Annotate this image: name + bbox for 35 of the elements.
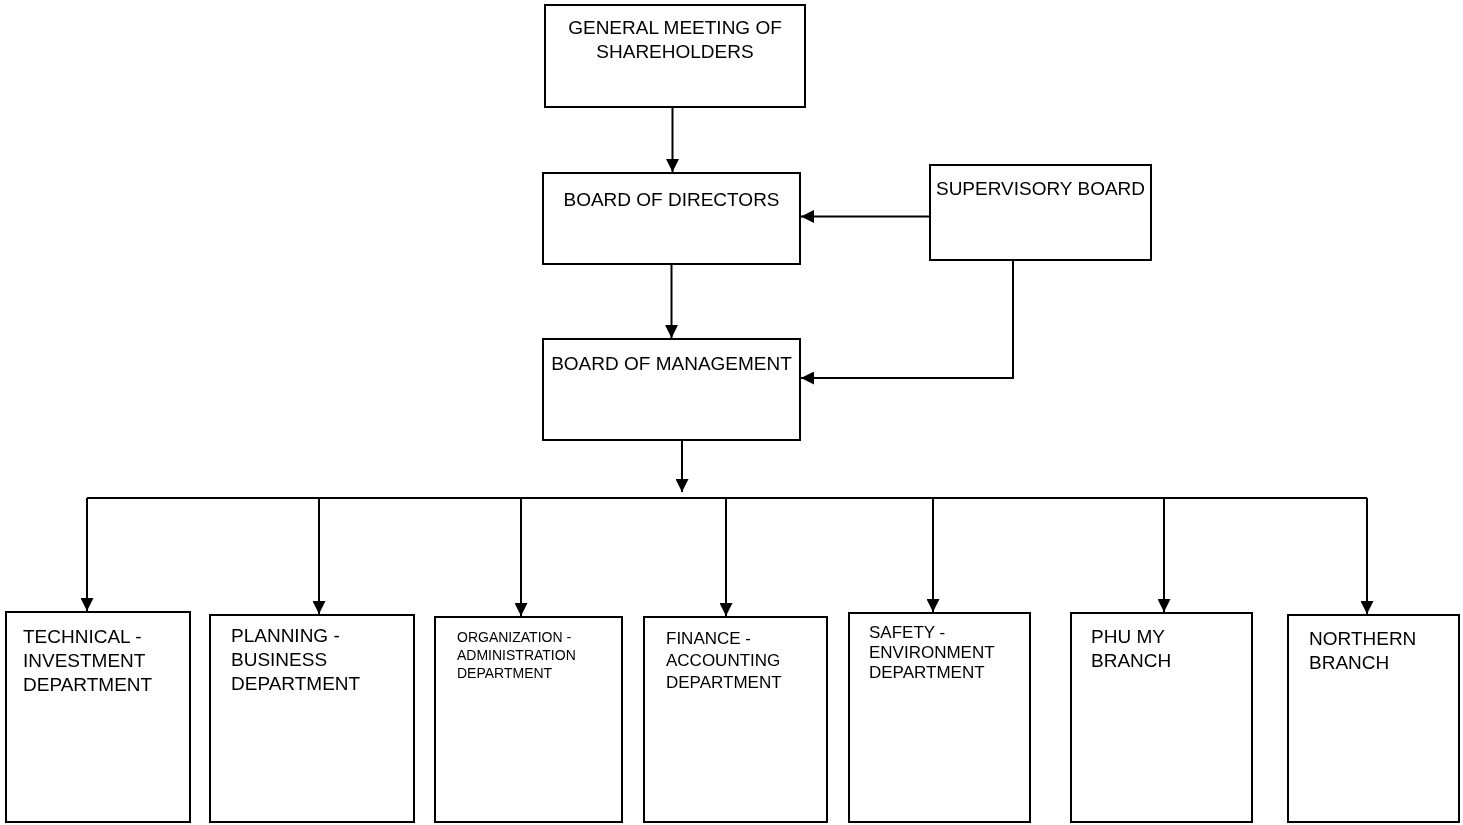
arrow [719,497,733,617]
box-label: NORTHERN BRANCH [1309,627,1418,675]
arrow [800,210,930,223]
arrow [675,440,689,493]
box-label: SAFETY - ENVIRONMENT DEPARTMENT [869,623,996,683]
department-box [643,616,828,823]
department-box [434,616,623,823]
box-label: GENERAL MEETING OF SHAREHOLDERS [567,16,783,64]
box-label: BOARD OF DIRECTORS [562,188,781,212]
department-box [1070,612,1253,823]
arrow [312,497,326,615]
org-box [929,164,1152,261]
arrow [800,260,1014,385]
box-label: PHU MY BRANCH [1091,625,1173,673]
org-box [544,4,806,108]
department-box [209,614,415,823]
box-label: ORGANIZATION - ADMINISTRATION DEPARTMENT [457,628,577,682]
arrow [1360,497,1374,615]
arrow [1157,497,1171,613]
arrow [665,264,678,339]
box-label: FINANCE - ACCOUNTING DEPARTMENT [666,628,783,694]
org-box [542,172,801,265]
arrow [666,107,679,173]
arrow [514,497,528,617]
box-label: TECHNICAL - INVESTMENT DEPARTMENT [23,625,154,697]
org-box [542,338,801,441]
box-label: BOARD OF MANAGEMENT [550,352,793,376]
box-label: SUPERVISORY BOARD [935,177,1146,201]
arrow [80,497,94,612]
department-box [848,612,1031,823]
arrow [926,497,940,613]
department-box [1287,614,1460,823]
department-box [5,611,191,823]
box-label: PLANNING - BUSINESS DEPARTMENT [231,624,362,696]
connector-line [86,497,1368,499]
